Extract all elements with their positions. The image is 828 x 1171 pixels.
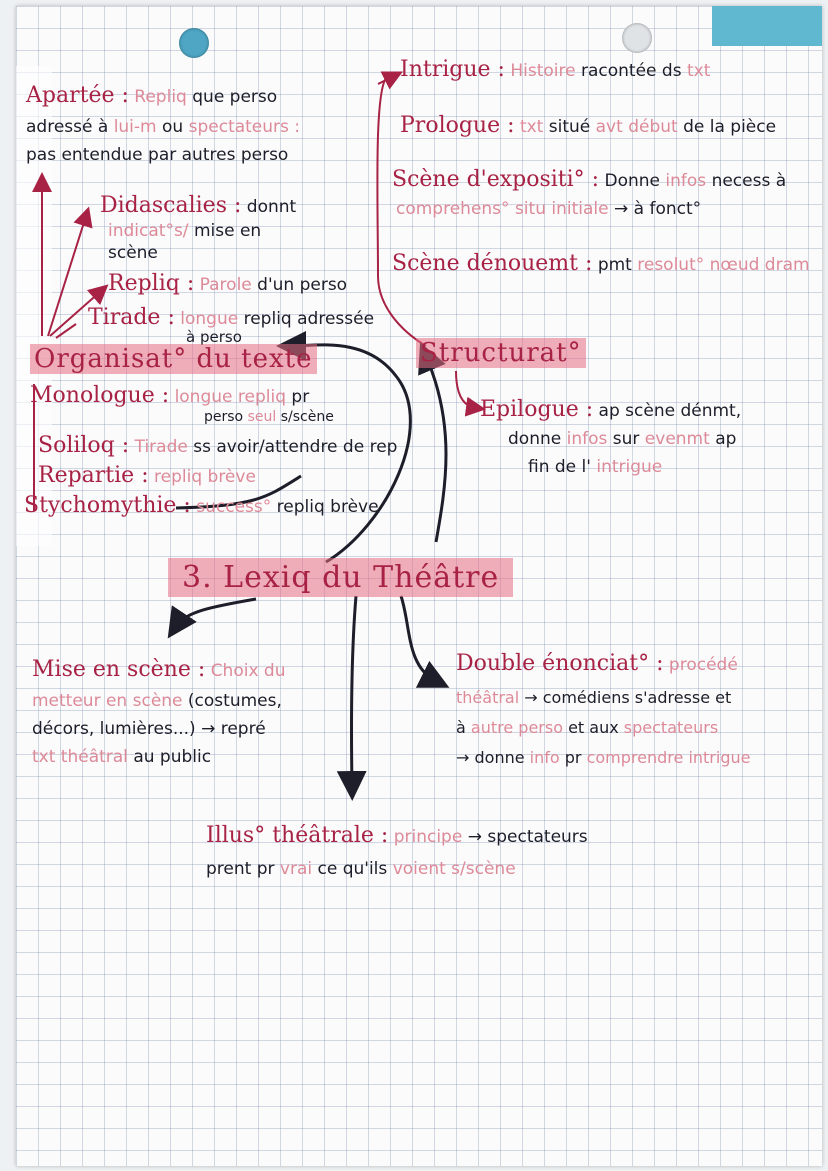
tirade-line: Tirade : longue repliq adressée [88,305,375,330]
monologue-line-1: Monologue : longue repliq pr [30,383,310,408]
structure-bracket [376,77,427,347]
arrow-repliq [49,284,109,337]
prologue-line: Prologue : txt situé avt début de la piè… [400,113,777,138]
arrow-to-organisation [276,330,412,564]
repartie-line: Repartie : repliq brève [38,463,256,488]
connector-arrows [32,71,486,801]
epilogue-line-3: fin de l' intrigue [528,457,663,477]
arrow-to-double [399,595,450,688]
illusion-line-1: Illus° théâtrale : principe → spectateur… [206,823,588,848]
double-enonciation-line-2: théâtral → comédiens s'adresse et [456,688,732,707]
arrow-didascalies [47,206,93,337]
binder-hole-icon [622,23,652,53]
binder-hole-icon [179,28,209,58]
epilogue-line-1: Epilogue : ap scène dénmt, [480,397,742,422]
exposition-line-1: Scène d'expositi° : Donne infos necess à [392,167,787,192]
didascalies-line-3: scène [108,243,158,263]
double-enonciation-line-1: Double énonciat° : procédé [456,651,738,676]
stychomythie-line: Stychomythie : success° repliq brève [24,493,379,518]
mise-en-scene-line-3: décors, lumières...) → repré [32,719,266,739]
structuration-heading: Structurat° [416,336,586,370]
illusion-line-2: prent pr vrai ce qu'ils voient s/scène [206,859,516,879]
repliq-line: Repliq : Parole d'un perso [108,271,348,296]
arrow-to-structure [418,342,448,543]
page-corner-tab [712,6,822,46]
notebook-page: Apartée : Repliq que perso adressé à lui… [16,6,822,1166]
double-enonciation-line-4: → donne info pr comprendre intrigue [456,748,751,767]
intrigue-line: Intrigue : Histoire racontée ds txt [400,57,711,82]
apartee-line-3: pas entendue par autres perso [26,145,289,165]
arrow-to-stychomythie [175,474,302,510]
arrow-to-illusion [336,595,367,801]
mise-en-scene-line-2: metteur en scène (costumes, [32,691,282,711]
arrow-tirade [55,323,77,339]
soliloq-line: Soliloq : Tirade ss avoir/attendre de re… [38,433,398,458]
denouement-line: Scène dénouemt : pmt resolut° nœud dram [392,251,810,276]
double-enonciation-line-3: à autre perso et aux spectateurs [456,718,719,737]
apartee-line-2: adressé à lui-m ou spectateurs : [26,117,301,137]
didascalies-line-2: indicat°s/ mise en [108,221,262,241]
tirade-line-2: à perso [186,328,242,346]
arrow-to-mise-en-scene [167,597,257,639]
apartee-line-1: Apartée : Repliq que perso [26,83,278,108]
monologue-line-2: perso seul s/scène [204,409,334,425]
arrow-intrigue [377,71,403,90]
arrow-epilogue [455,370,486,417]
mise-en-scene-line-4: txt théâtral au public [32,747,212,767]
organisation-heading: Organisat° du texte [30,342,317,376]
mise-en-scene-line-1: Mise en scène : Choix du [32,657,286,682]
didascalies-line-1: Didascalies : donnt [100,193,297,218]
central-topic: 3. Lexiq du Théâtre [168,558,514,598]
exposition-line-2: comprehens° situ initiale → à fonct° [396,199,702,219]
epilogue-line-2: donne infos sur evenmt ap [508,429,737,449]
